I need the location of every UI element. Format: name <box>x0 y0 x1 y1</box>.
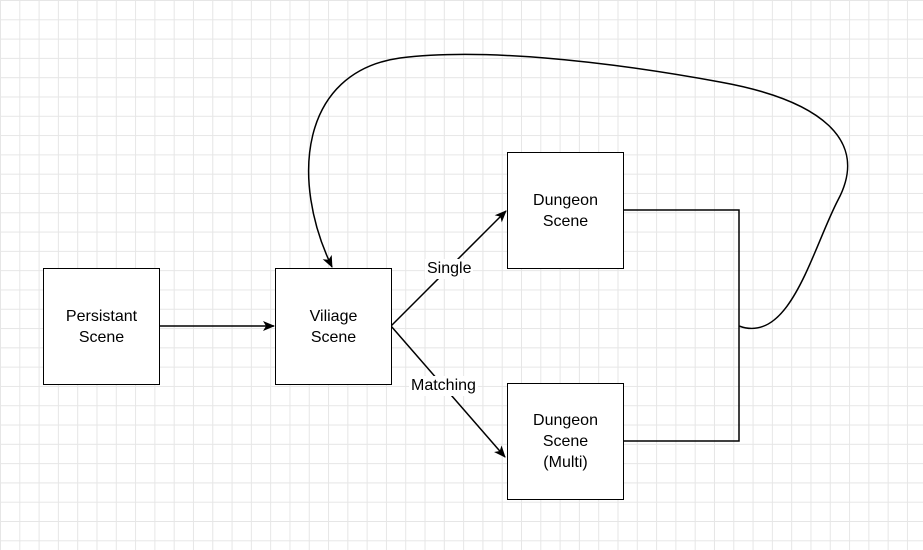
node-label-line: (Multi) <box>543 454 588 471</box>
node-label-line: Dungeon <box>533 412 598 429</box>
persistant-scene-node[interactable]: Persistant Scene <box>43 268 160 385</box>
node-label-line: Scene <box>542 212 589 230</box>
node-label-line: Viliage <box>309 307 358 325</box>
dungeon-multi-scene-node[interactable]: Dungeon Scene (Multi) <box>507 383 624 500</box>
node-label-line: Persistant <box>65 307 138 325</box>
village-scene-node[interactable]: Viliage Scene <box>275 268 392 385</box>
node-label-line: Scene <box>310 328 357 346</box>
node-label-line: Dungeon <box>533 191 598 209</box>
edge-label-single: Single <box>425 259 474 279</box>
node-label-line: Scene <box>542 433 589 450</box>
edge-return-to-village <box>307 53 849 330</box>
edge-dungeon-single-connector <box>623 209 740 326</box>
edge-label-matching: Matching <box>409 376 478 396</box>
node-label-line: Scene <box>78 328 125 346</box>
dungeon-scene-node[interactable]: Dungeon Scene <box>507 152 624 269</box>
edge-dungeon-multi-connector <box>623 326 740 442</box>
